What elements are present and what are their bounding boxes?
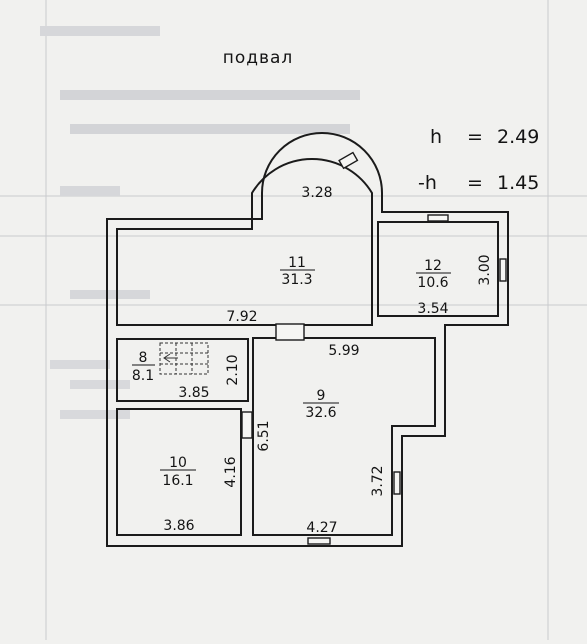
room-area: 32.6 [305,405,336,421]
room-area: 8.1 [132,368,154,384]
page-title: подвал [223,48,294,68]
window-room-9-bottom [307,537,331,545]
room-12-label: 12 10.6 [416,258,451,291]
doorway-10-9 [241,411,253,439]
room-number: 10 [169,455,187,471]
dimension-6-51: 6.51 [256,420,272,451]
room-11-label: 11 31.3 [280,255,315,288]
dimension-3-54: 3.54 [417,301,448,317]
h-equals: = [467,126,483,148]
neg-h-value: 1.45 [497,172,539,194]
walls [106,132,509,547]
dimension-5-99: 5.99 [328,343,359,359]
room-area: 16.1 [162,473,193,489]
dimension-3-72: 3.72 [370,465,386,496]
window-room-11 [338,151,359,170]
room-number: 9 [317,388,326,404]
window-room-12-right [499,258,507,282]
room-area: 31.3 [281,272,312,288]
dimension-3-00: 3.00 [477,254,493,285]
dimension-3-85: 3.85 [178,385,209,401]
room-number: 12 [424,258,442,274]
dimensions: 3.28 7.92 3.00 3.54 5.99 2.10 3.85 6.51 … [163,185,493,536]
h-label: h [430,126,442,148]
room-10-label: 10 16.1 [160,455,196,489]
windows [307,151,507,545]
doorway-11-9 [275,323,305,341]
window-room-9-right [393,471,401,495]
neg-h-label: -h [418,172,437,194]
room-number: 8 [139,350,148,366]
dimension-4-16: 4.16 [223,456,239,487]
room-8-label: 8 8.1 [132,350,155,384]
heights-legend: h = 2.49 -h = 1.45 [418,126,539,194]
window-room-12-top [427,214,449,222]
dimension-3-86: 3.86 [163,518,194,534]
dimension-7-92: 7.92 [226,309,257,325]
neg-h-equals: = [467,172,483,194]
dimension-2-10: 2.10 [225,354,241,385]
room-area: 10.6 [417,275,448,291]
dimension-3-28: 3.28 [301,185,332,201]
h-value: 2.49 [497,126,539,148]
room-number: 11 [288,255,306,271]
room-9-label: 9 32.6 [303,388,339,421]
dimension-4-27: 4.27 [306,520,337,536]
stairs [159,342,209,375]
